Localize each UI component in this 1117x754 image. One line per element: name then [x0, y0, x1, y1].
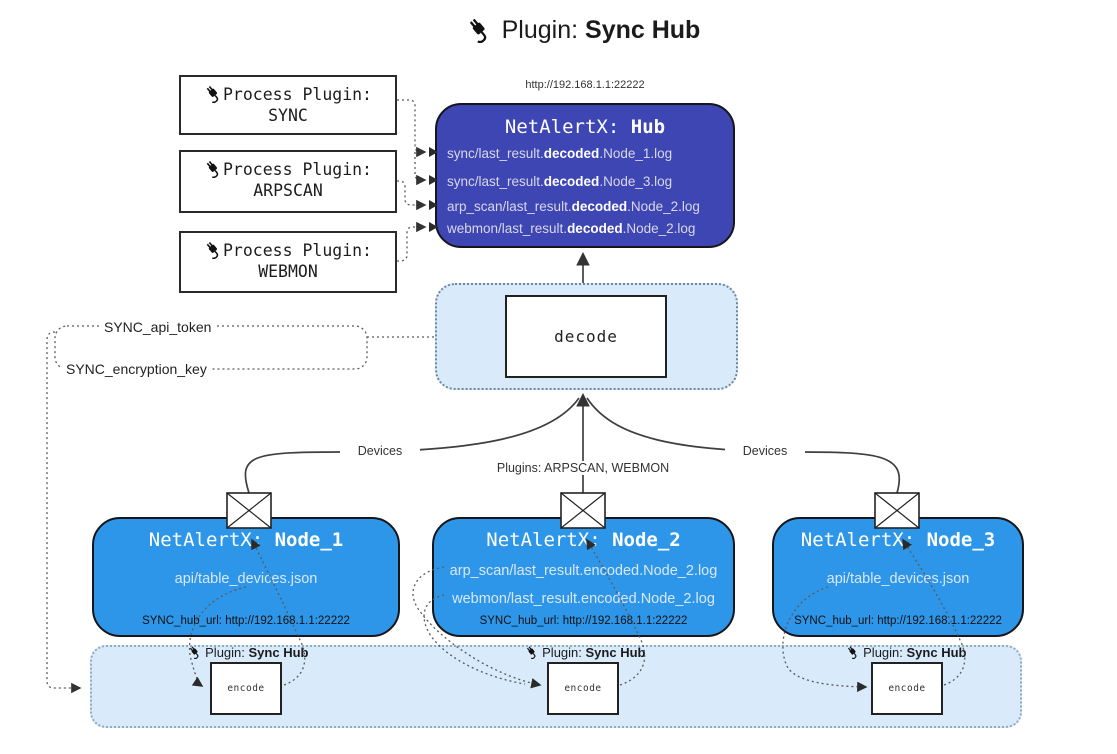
arpscan-plugin-feed [397, 180, 427, 211]
title-name: Sync Hub [585, 16, 701, 44]
decode-box: decode [505, 295, 667, 378]
node-title: NetAlertX: Node_2 [486, 529, 681, 551]
process-plugin-box-arpscan: Process Plugin: ARPSCAN [179, 150, 397, 213]
sync-plugin-feed-2 [414, 152, 427, 186]
node-title: NetAlertX: Node_1 [148, 529, 344, 551]
encode-box: encode [210, 662, 282, 715]
devices-edge-label-right: Devices [725, 444, 805, 458]
node-file-line: webmon/last_result.encoded.Node_2.log [452, 591, 715, 607]
title-prefix: Plugin: [501, 16, 579, 44]
node-hub-url: SYNC_hub_url: http://192.168.1.1:22222 [479, 615, 688, 627]
encoder-label: Plugin: Sync Hub [485, 645, 685, 660]
hub-box: NetAlertX: Hub sync/last_result.decoded.… [435, 103, 735, 248]
process-plugin-box-sync: Process Plugin: SYNC [179, 75, 397, 135]
process-plugin-box-webmon: Process Plugin: WEBMON [179, 231, 397, 293]
encoder-label: Plugin: Sync Hub [806, 645, 1006, 660]
node-title: NetAlertX: Node_3 [800, 529, 996, 551]
node-box-node-3: NetAlertX: Node_3 api/table_devices.json… [772, 517, 1024, 637]
hub-title: NetAlertX: Hub [437, 116, 733, 138]
node-file-line: api/table_devices.json [826, 571, 970, 587]
page-title: Plugin: Sync Hub [383, 16, 783, 45]
encode-box: encode [871, 662, 943, 715]
node-file-line: arp_scan/last_result.encoded.Node_2.log [449, 563, 718, 579]
devices-edge-label-left: Devices [340, 444, 420, 458]
process-plugin-name: WEBMON [258, 262, 318, 281]
plugins-edge-label-center: Plugins: ARPSCAN, WEBMON [483, 461, 683, 475]
hub-name-prefix: NetAlertX: [504, 116, 620, 138]
plug-icon [847, 646, 857, 659]
sync-api-token-label: SYNC_api_token [100, 319, 216, 335]
sync-plugin-feed-1 [397, 99, 427, 158]
plug-icon [206, 241, 219, 259]
process-plugin-label: Process Plugin: [222, 241, 372, 260]
secrets-group-outline [54, 325, 368, 370]
process-plugin-name: SYNC [268, 106, 308, 125]
hub-file-line: webmon/last_result.decoded.Node_2.log [447, 221, 696, 236]
encoder-label: Plugin: Sync Hub [148, 645, 348, 660]
plug-icon [206, 160, 219, 178]
node-box-node-2: NetAlertX: Node_2 arp_scan/last_result.e… [432, 517, 735, 637]
plug-icon [526, 646, 536, 659]
hub-file-line: arp_scan/last_result.decoded.Node_2.log [447, 199, 700, 214]
hub-name: Hub [630, 116, 666, 138]
hub-file-line: sync/last_result.decoded.Node_3.log [447, 174, 673, 189]
hub-file-line: sync/last_result.decoded.Node_1.log [447, 146, 673, 161]
hub-url-label: http://192.168.1.1:22222 [525, 79, 645, 91]
process-plugin-label: Process Plugin: [222, 160, 372, 179]
plug-icon [206, 85, 219, 103]
encode-box: encode [547, 662, 619, 715]
process-plugin-name: ARPSCAN [253, 181, 323, 200]
node-hub-url: SYNC_hub_url: http://192.168.1.1:22222 [794, 615, 1002, 627]
node-file-line: api/table_devices.json [174, 571, 318, 587]
process-plugin-label: Process Plugin: [222, 85, 372, 104]
plug-icon [469, 18, 486, 43]
plug-icon [189, 646, 199, 659]
node-box-node-1: NetAlertX: Node_1 api/table_devices.json… [92, 517, 400, 637]
node-hub-url: SYNC_hub_url: http://192.168.1.1:22222 [142, 615, 350, 627]
sync-encryption-key-label: SYNC_encryption_key [62, 361, 211, 377]
